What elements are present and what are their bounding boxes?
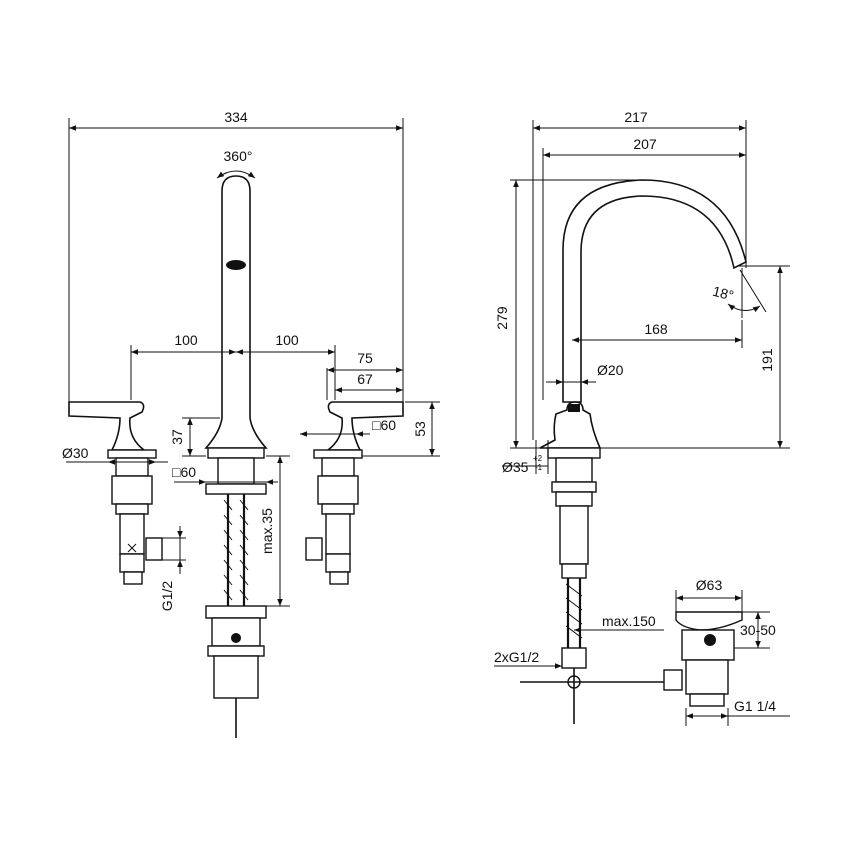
label-projection: 168 bbox=[644, 321, 668, 337]
dim-spout-reach: 207 bbox=[542, 136, 746, 400]
label-diameter-left: Ø30 bbox=[62, 445, 89, 461]
dim-escutcheon-center: □60 bbox=[172, 464, 278, 485]
dim-hose-thread: 2xG1/2 bbox=[494, 649, 562, 669]
dim-escutcheon-right: □60 bbox=[300, 417, 396, 437]
label-overall-depth: 217 bbox=[624, 109, 648, 125]
label-spout-base-height: 37 bbox=[169, 429, 185, 445]
label-spout-reach: 207 bbox=[633, 136, 657, 152]
dim-max-deck: max.35 bbox=[259, 455, 290, 607]
label-tube-diameter: Ø20 bbox=[597, 362, 624, 378]
left-valve-front bbox=[68, 401, 163, 585]
dim-projection: 168 bbox=[572, 320, 743, 348]
label-inlet-thread: G1/2 bbox=[159, 581, 175, 612]
label-max-deck: max.35 bbox=[259, 508, 275, 554]
label-waste-thread: G1 1/4 bbox=[734, 698, 776, 714]
dim-outlet-height: 191 bbox=[600, 265, 790, 449]
label-waste-diameter: Ø63 bbox=[696, 577, 723, 593]
dim-base-diameter: Ø35 +2 -1 bbox=[502, 440, 549, 475]
dim-overall-height: 279 bbox=[494, 179, 640, 449]
rotation-indicator: 360° bbox=[216, 148, 256, 179]
dim-spout-base-height: 37 bbox=[169, 417, 220, 457]
dim-handle-reach: 75 67 bbox=[326, 350, 403, 400]
label-hose-thread: 2xG1/2 bbox=[494, 649, 539, 665]
label-right-spacing: 100 bbox=[275, 332, 299, 348]
dim-waste-diameter: Ø63 bbox=[675, 577, 743, 612]
label-base-tol-minus: -1 bbox=[535, 463, 543, 472]
dim-spout-angle: 18° bbox=[711, 268, 767, 318]
dim-hose-max: max.150 bbox=[574, 613, 702, 633]
dim-waste-height: 30-50 bbox=[734, 611, 776, 649]
label-waste-height: 30-50 bbox=[740, 622, 776, 638]
dim-handle-height: 53 bbox=[362, 401, 440, 457]
dim-tube-diameter: Ø20 bbox=[546, 362, 624, 385]
dim-overall-width: 334 bbox=[68, 109, 404, 402]
side-view: 217 207 bbox=[494, 109, 790, 726]
label-left-spacing: 100 bbox=[174, 332, 198, 348]
right-valve-front bbox=[305, 401, 404, 585]
dim-waste-thread: G1 1/4 bbox=[685, 698, 790, 726]
dim-spacing: 100 100 bbox=[130, 332, 336, 400]
spout-side bbox=[520, 179, 747, 724]
label-overall-height: 279 bbox=[494, 306, 510, 330]
front-view: 334 360° bbox=[62, 109, 440, 738]
dim-diameter-left: Ø30 bbox=[62, 445, 168, 465]
label-base-diameter: Ø35 bbox=[502, 459, 529, 475]
label-overall-width: 334 bbox=[224, 109, 248, 125]
label-handle-reach-inner: 67 bbox=[357, 371, 373, 387]
label-hose-max: max.150 bbox=[602, 613, 656, 629]
label-escutcheon-right: □60 bbox=[372, 417, 396, 433]
label-handle-reach-outer: 75 bbox=[357, 350, 373, 366]
label-spout-angle: 18° bbox=[711, 283, 735, 304]
label-escutcheon-center: □60 bbox=[172, 464, 196, 480]
dim-inlet-thread: G1/2 bbox=[156, 526, 186, 611]
label-handle-height: 53 bbox=[412, 421, 428, 437]
waste-side bbox=[663, 611, 743, 707]
label-outlet-height: 191 bbox=[759, 348, 775, 372]
label-rotation: 360° bbox=[224, 148, 253, 164]
dim-overall-depth: 217 bbox=[532, 109, 747, 440]
label-base-tol-plus: +2 bbox=[533, 454, 543, 463]
center-spout-front bbox=[204, 175, 268, 738]
